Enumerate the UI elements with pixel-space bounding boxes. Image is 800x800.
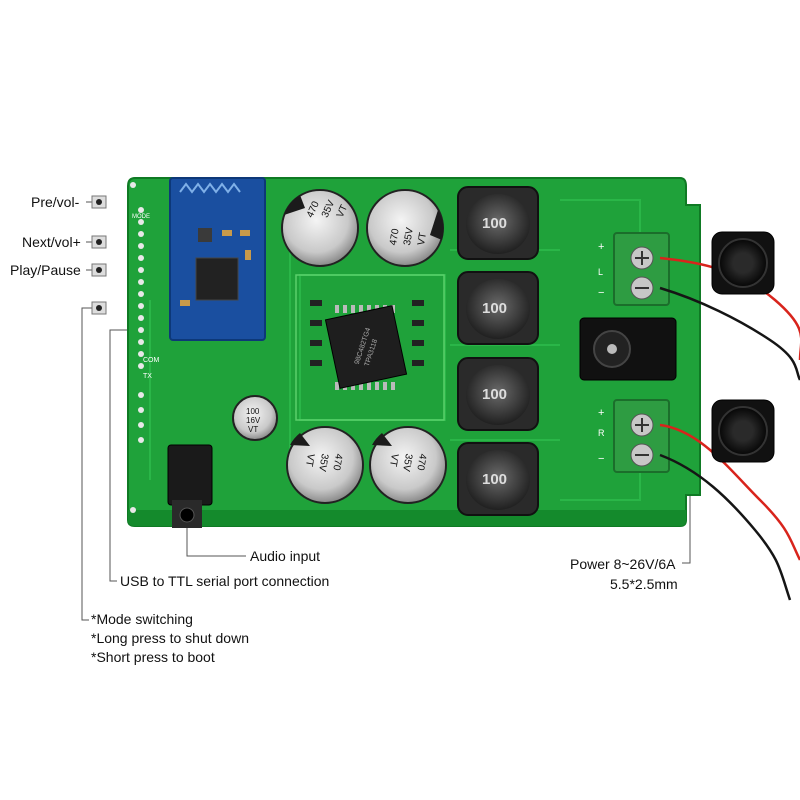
capacitor-top-right bbox=[366, 189, 444, 267]
silk-tx: TX bbox=[143, 373, 152, 380]
label-long-press: *Long press to shut down bbox=[91, 630, 249, 646]
silk-plus-bottom: + bbox=[598, 407, 604, 419]
inductor-1 bbox=[457, 186, 539, 260]
inductor-4-value: 100 bbox=[482, 471, 508, 488]
capacitor-bottom-right bbox=[369, 426, 447, 504]
capacitor-bottom-left bbox=[286, 426, 364, 504]
label-audio-input: Audio input bbox=[250, 548, 321, 564]
inductor-2-value: 100 bbox=[482, 300, 508, 317]
label-power: Power 8~26V/6A bbox=[570, 556, 676, 572]
silk-r: R bbox=[598, 428, 605, 438]
silk-plus-top: + bbox=[598, 241, 604, 253]
speaker-bottom bbox=[711, 399, 775, 463]
capacitor-small bbox=[232, 395, 278, 441]
inductor-1-value: 100 bbox=[482, 215, 508, 232]
header-pins bbox=[130, 182, 144, 513]
speaker-wires bbox=[659, 256, 800, 601]
tact-buttons bbox=[91, 195, 107, 315]
capacitor-top-left bbox=[281, 189, 359, 267]
cap-bottom-left-series: VT bbox=[302, 452, 317, 468]
label-play-pause: Play/Pause bbox=[10, 262, 81, 278]
label-mode-switching: *Mode switching bbox=[91, 611, 193, 627]
label-short-press: *Short press to boot bbox=[91, 649, 215, 665]
cap-bottom-right-series: VT bbox=[386, 452, 401, 468]
label-usb-ttl: USB to TTL serial port connection bbox=[120, 573, 330, 589]
audio-jack bbox=[167, 444, 213, 528]
antenna-icon bbox=[179, 182, 241, 194]
terminal-block-right bbox=[613, 399, 670, 473]
cap-small-voltage: 16V bbox=[246, 416, 261, 425]
silk-l: L bbox=[598, 267, 603, 277]
inductor-3-value: 100 bbox=[482, 386, 508, 403]
inductor-4 bbox=[457, 442, 539, 516]
cap-small-series: VT bbox=[248, 425, 259, 434]
label-pre-vol: Pre/vol- bbox=[31, 194, 80, 210]
cap-top-right-series: VT bbox=[415, 231, 430, 247]
bluetooth-module bbox=[169, 177, 266, 341]
inductor-2 bbox=[457, 271, 539, 345]
amplifier-chip bbox=[295, 274, 445, 421]
silk-com: COM bbox=[143, 357, 160, 364]
silk-minus-top: − bbox=[598, 287, 604, 299]
speaker-top bbox=[711, 231, 775, 295]
silk-mode: MODE bbox=[132, 214, 150, 220]
inductor-3 bbox=[457, 357, 539, 431]
terminal-block-left bbox=[613, 232, 670, 306]
silk-minus-bottom: − bbox=[598, 453, 604, 465]
cap-small-value: 100 bbox=[246, 407, 260, 416]
label-next-vol: Next/vol+ bbox=[22, 234, 81, 250]
power-jack bbox=[579, 317, 677, 381]
label-power-jack: 5.5*2.5mm bbox=[610, 576, 678, 592]
